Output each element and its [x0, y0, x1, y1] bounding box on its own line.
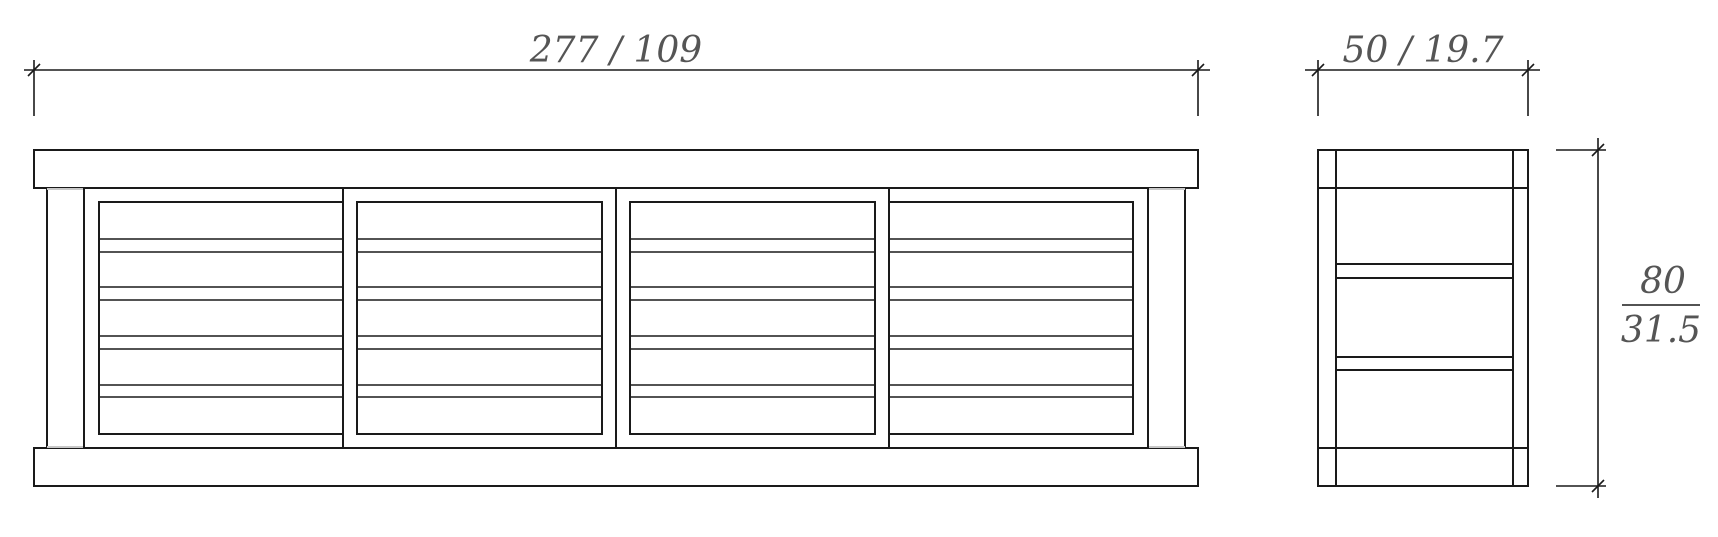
height-label-top: 80	[1640, 261, 1686, 302]
door-dividers	[342, 188, 890, 448]
door-panel-3	[629, 201, 876, 435]
depth-dimension: 50 / 19.7	[1305, 30, 1540, 116]
top-slab	[33, 149, 1199, 189]
front-view: 277 / 109	[24, 30, 1210, 487]
height-dimension: 80 31.5	[1556, 138, 1701, 498]
width-dimension: 277 / 109	[24, 30, 1210, 116]
side-outline	[1317, 149, 1529, 487]
door-panel-4	[888, 201, 1134, 435]
depth-label: 50 / 19.7	[1343, 30, 1504, 71]
door-panel-2	[356, 201, 603, 435]
height-label-bottom: 31.5	[1621, 310, 1701, 351]
side-view: 50 / 19.7 80 31.5	[1305, 30, 1701, 498]
width-label: 277 / 109	[529, 30, 702, 71]
bottom-slab	[33, 447, 1199, 487]
door-panel-1	[98, 201, 344, 435]
